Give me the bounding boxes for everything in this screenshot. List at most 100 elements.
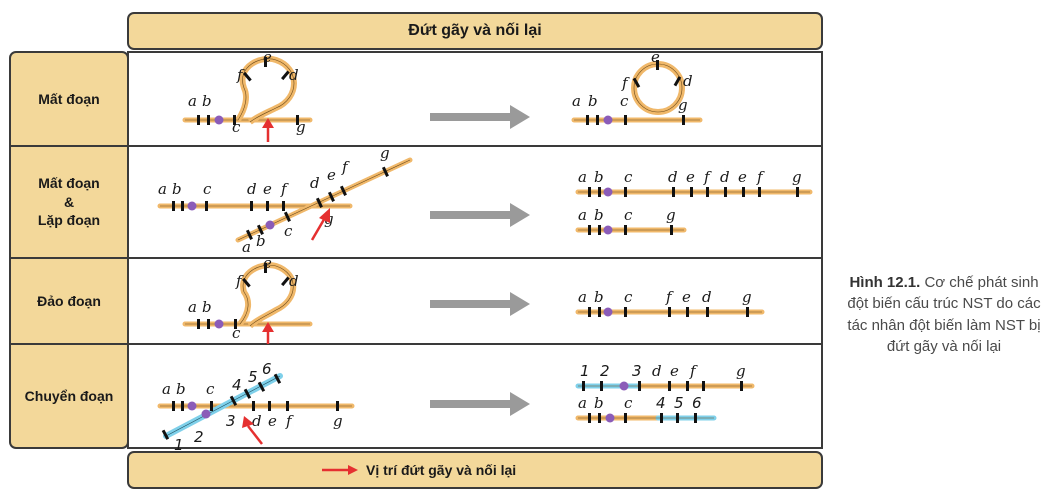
svg-text:d: d: [289, 272, 299, 290]
svg-text:f: f: [285, 412, 294, 430]
svg-text:c: c: [624, 168, 633, 186]
svg-text:b: b: [594, 168, 604, 186]
row-label-text: Mất đoạn: [38, 174, 100, 191]
svg-text:d: d: [683, 72, 693, 90]
svg-text:b: b: [588, 92, 598, 110]
svg-text:3: 3: [226, 412, 236, 430]
row-label-text: &: [63, 193, 75, 210]
svg-text:a: a: [158, 180, 167, 198]
svg-text:e: e: [738, 168, 747, 186]
header-title: Đứt gãy và nối lại: [408, 22, 542, 39]
svg-text:d: d: [252, 412, 262, 430]
svg-text:f: f: [621, 74, 630, 92]
legend-red-arrow-icon: [322, 465, 358, 475]
svg-text:a: a: [242, 238, 251, 256]
svg-text:c: c: [284, 222, 293, 240]
svg-text:a: a: [578, 288, 587, 306]
svg-text:1: 1: [580, 362, 590, 380]
svg-text:e: e: [670, 362, 679, 380]
svg-text:f: f: [665, 288, 674, 306]
svg-text:d: d: [310, 174, 320, 192]
svg-text:e: e: [263, 48, 272, 66]
row-label-text: Mất đoạn: [38, 90, 100, 107]
svg-text:6: 6: [692, 394, 702, 412]
svg-text:d: d: [720, 168, 730, 186]
svg-text:a: a: [572, 92, 581, 110]
svg-text:g: g: [296, 118, 306, 136]
header-panel: [127, 12, 823, 50]
svg-text:e: e: [651, 48, 660, 66]
svg-text:d: d: [289, 66, 299, 84]
row-label-text: Lặp đoạn: [37, 212, 101, 229]
svg-text:c: c: [206, 380, 215, 398]
svg-text:c: c: [624, 394, 633, 412]
svg-text:f: f: [236, 66, 245, 84]
svg-text:g: g: [666, 206, 676, 224]
svg-text:g: g: [742, 288, 752, 306]
svg-text:f: f: [756, 168, 765, 186]
svg-text:e: e: [268, 412, 277, 430]
svg-text:c: c: [620, 92, 629, 110]
svg-text:d: d: [702, 288, 712, 306]
svg-text:4: 4: [656, 394, 666, 412]
row-label-deletion-duplication: Mất đoạn & Lặp đoạn: [12, 148, 126, 256]
svg-text:2: 2: [600, 362, 610, 380]
row-label-inversion: Đảo đoạn: [12, 260, 126, 342]
svg-text:e: e: [263, 254, 272, 272]
red-arrow-icon: [262, 118, 274, 142]
svg-text:f: f: [703, 168, 712, 186]
row-label-translocation: Chuyển đoạn: [12, 346, 126, 446]
svg-text:f: f: [280, 180, 289, 198]
svg-text:a: a: [188, 298, 197, 316]
footer-panel: [127, 451, 823, 489]
row-box-2: [127, 145, 823, 259]
svg-text:c: c: [203, 180, 212, 198]
svg-text:b: b: [594, 206, 604, 224]
svg-text:2: 2: [194, 428, 204, 446]
figure-caption: Hình 12.1. Cơ chế phát sinh đột biến cấu…: [846, 272, 1042, 357]
legend-text: Vị trí đứt gãy và nối lại: [366, 462, 517, 478]
svg-text:f: f: [689, 362, 698, 380]
row-label-deletion: Mất đoạn: [12, 54, 126, 144]
svg-text:g: g: [380, 144, 390, 162]
svg-text:c: c: [232, 118, 241, 136]
row-label-text: Đảo đoạn: [37, 292, 101, 309]
svg-text:g: g: [736, 362, 746, 380]
svg-text:c: c: [624, 288, 633, 306]
svg-text:c: c: [232, 324, 241, 342]
svg-text:b: b: [172, 180, 182, 198]
svg-text:a: a: [188, 92, 197, 110]
row-label-text: Chuyển đoạn: [24, 387, 114, 404]
svg-text:b: b: [256, 232, 266, 250]
svg-text:4: 4: [232, 376, 242, 394]
svg-text:c: c: [624, 206, 633, 224]
svg-text:d: d: [652, 362, 662, 380]
svg-text:3: 3: [632, 362, 642, 380]
svg-text:g: g: [792, 168, 802, 186]
svg-text:g: g: [333, 412, 343, 430]
svg-text:b: b: [202, 298, 212, 316]
svg-text:6: 6: [262, 360, 272, 378]
caption-number: Hình 12.1.: [849, 274, 921, 291]
svg-text:a: a: [578, 206, 587, 224]
svg-text:b: b: [594, 288, 604, 306]
svg-text:a: a: [162, 380, 171, 398]
svg-text:e: e: [263, 180, 272, 198]
red-arrow-icon: [242, 416, 263, 445]
svg-text:e: e: [682, 288, 691, 306]
svg-text:e: e: [327, 166, 336, 184]
caption-text: Cơ chế phát sinh đột biến cấu trúc NST d…: [847, 274, 1041, 355]
svg-text:b: b: [176, 380, 186, 398]
legend: Vị trí đứt gãy và nối lại: [366, 458, 516, 482]
svg-text:b: b: [202, 92, 212, 110]
svg-text:g: g: [678, 96, 688, 114]
svg-text:5: 5: [674, 394, 684, 412]
svg-text:f: f: [235, 272, 244, 290]
